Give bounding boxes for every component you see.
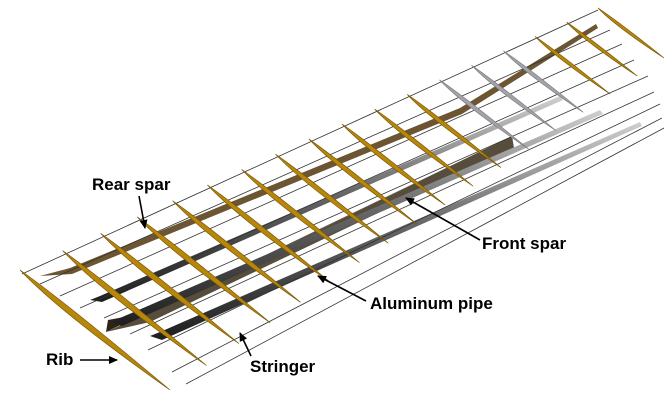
rear-spar-arrow [138,195,148,229]
rib [374,108,474,187]
rib [275,153,389,244]
rib [62,250,207,366]
rib [566,21,638,77]
label-rib: Rib [46,350,118,369]
rear-spar-label: Rear spar [92,175,171,194]
stringer [129,91,655,335]
stringer-arrow [239,332,252,357]
rib [341,123,446,206]
rib-label: Rib [46,350,73,369]
stringer [39,29,611,285]
rib [503,50,584,113]
rib [534,36,611,95]
aluminum-pipes [90,96,642,340]
rib [100,233,240,344]
stringer [171,117,663,373]
front-spar [106,136,514,332]
rib [241,169,360,263]
label-rear-spar: Rear spar [92,175,171,229]
rib [19,269,171,391]
stringer [147,103,661,351]
label-front-spar: Front spar [405,197,566,253]
aluminum-pipe-arrow [317,275,367,302]
rib [308,138,418,225]
stringer-label: Stringer [250,357,316,376]
stringer [21,9,599,275]
rib [406,94,502,168]
ribs [19,7,665,391]
front-spar-label: Front spar [482,234,566,253]
front-spar-arrow [405,197,481,241]
stringers [21,9,665,385]
stringer [185,127,665,385]
stringer [79,59,635,309]
label-aluminum-pipe: Aluminum pipe [317,275,493,313]
stringer [59,43,623,297]
rib [136,216,271,323]
rib [597,7,665,59]
rib [439,79,529,150]
rib [172,200,301,303]
stringer [103,75,649,319]
label-stringer: Stringer [239,332,316,376]
aluminum-pipe-label: Aluminum pipe [370,294,493,313]
rib [471,65,557,131]
